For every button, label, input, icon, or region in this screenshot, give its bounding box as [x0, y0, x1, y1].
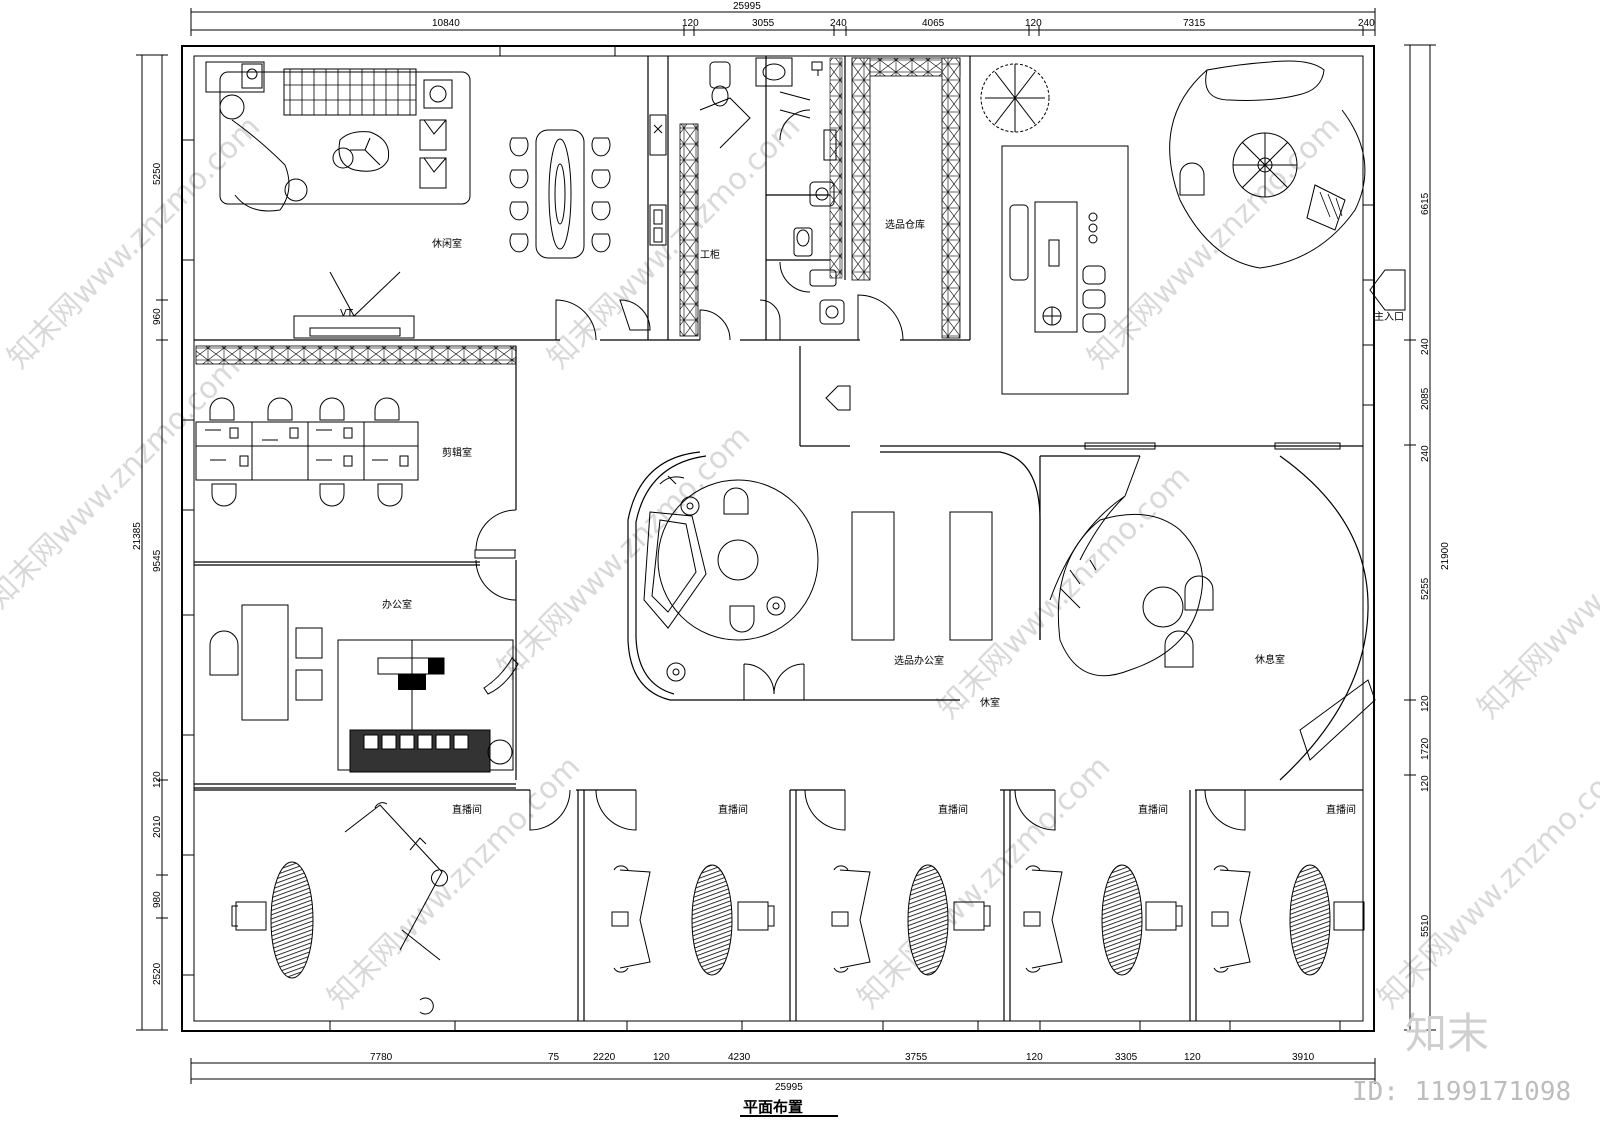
watermark-text: 知末网www.znzmo.com	[491, 419, 757, 685]
dim-label: 25995	[733, 1, 761, 12]
dim-label: 240	[830, 18, 847, 29]
dim-label: 120	[1026, 1052, 1043, 1063]
dim-label: 3755	[905, 1052, 928, 1063]
room-label-rest-room: 休息室	[1255, 653, 1285, 666]
room-label-selection-office: 选品办公室	[894, 654, 944, 667]
dim-label: 5250	[152, 162, 163, 185]
top-row-walls	[194, 56, 971, 341]
dim-label: 1720	[1420, 737, 1431, 760]
dimensions-left: 21385 5250 960 9545 120 2010 980 2520	[132, 54, 168, 1031]
brand-watermark: 知末 ID: 1199171098	[1352, 1009, 1571, 1107]
dim-label: 980	[152, 891, 163, 908]
entrance-room: 主入口	[799, 60, 1406, 450]
dim-label: 25995	[775, 1082, 803, 1093]
dim-label: 7315	[1183, 18, 1206, 29]
dim-label: 3910	[1292, 1052, 1315, 1063]
dim-label: 2220	[593, 1052, 616, 1063]
dim-label: 960	[152, 308, 163, 325]
lounge-room: VT 休闲室 工柜	[205, 61, 720, 341]
dim-label: 6615	[1420, 192, 1431, 215]
dim-label: 21385	[132, 522, 143, 550]
room-label-live-2: 直播间	[718, 803, 748, 816]
editing-room: 剪辑室	[194, 345, 517, 780]
image-id-text: ID: 1199171098	[1352, 1077, 1571, 1107]
watermark-text: 知末网www.znzmo.com	[1471, 459, 1600, 725]
dimensions-right: 6615 240 2085 240 5255 120 1720 120 5510…	[1404, 44, 1451, 1031]
dim-label: 120	[1420, 775, 1431, 792]
bathroom-core	[619, 57, 904, 341]
tv-label: VT	[340, 308, 354, 319]
dim-label: 7780	[370, 1052, 393, 1063]
dim-label: 240	[1358, 18, 1375, 29]
room-label-live-1: 直播间	[452, 803, 482, 816]
watermark-text: 知末网www.znzmo.com	[1, 109, 267, 375]
dim-label: 120	[1025, 18, 1042, 29]
room-label-warehouse: 选品仓库	[885, 218, 925, 231]
dim-label: 240	[1420, 445, 1431, 462]
room-label-editing: 剪辑室	[442, 446, 472, 459]
dim-label: 2085	[1420, 387, 1431, 410]
dim-label: 5510	[1420, 914, 1431, 937]
dim-label: 4065	[922, 18, 945, 29]
watermark-text: 知末网www.znzmo.com	[1371, 749, 1600, 1015]
dim-label: 4230	[728, 1052, 751, 1063]
watermark-text: 知末网www.znzmo.com	[851, 749, 1117, 1015]
drawing-title: 平面布置	[740, 1098, 838, 1117]
dim-label: 3305	[1115, 1052, 1138, 1063]
dimensions-bottom: 7780 75 2220 120 4230 3755 120 3305 120 …	[190, 1052, 1376, 1093]
dim-label: 9545	[152, 549, 163, 572]
outer-walls	[181, 45, 1375, 1032]
room-label-live-5: 直播间	[1326, 803, 1356, 816]
watermark-text: 知末网www.znzmo.com	[321, 749, 587, 1015]
dim-label: 120	[1184, 1052, 1201, 1063]
watermark-text: 知末网www.znzmo.com	[541, 109, 807, 375]
dim-label: 2010	[152, 815, 163, 838]
dim-label: 3055	[752, 18, 775, 29]
dim-label: 10840	[432, 18, 460, 29]
dim-label: 240	[1420, 338, 1431, 355]
page-title: 平面布置	[743, 1098, 803, 1116]
dim-label: 120	[152, 771, 163, 788]
entrance-label: 主入口	[1374, 311, 1404, 323]
selection-office: 选品办公室 休室	[627, 451, 1041, 709]
room-label-live-4: 直播间	[1138, 803, 1168, 816]
office-room: 办公室	[194, 598, 519, 789]
dim-label: 5255	[1420, 577, 1431, 600]
rest-room: 休息室	[1039, 455, 1376, 781]
watermark-text: 知末网www.znzmo.com	[0, 349, 247, 615]
dim-label: 75	[548, 1052, 560, 1063]
live-streaming-row: 直播间 直播间 直播间 直播间 直播间	[194, 789, 1365, 1021]
dim-label: 2520	[152, 962, 163, 985]
room-label-rest-small: 休室	[980, 696, 1000, 709]
room-label-cabinet: 工柜	[700, 248, 720, 261]
dim-label: 120	[1420, 695, 1431, 712]
dim-label: 120	[682, 18, 699, 29]
dim-label: 21900	[1440, 542, 1451, 570]
brand-logo-text: 知末	[1405, 1009, 1489, 1058]
dimensions-top: 25995 10840 120 3055 240 4065 120 7315 2…	[190, 1, 1376, 36]
room-label-lounge: 休闲室	[432, 237, 462, 250]
room-label-live-3: 直播间	[938, 803, 968, 816]
watermark-text: 知末网www.znzmo.com	[1081, 109, 1347, 375]
warehouse-room: 选品仓库	[885, 218, 925, 231]
dim-label: 120	[653, 1052, 670, 1063]
room-label-office: 办公室	[382, 598, 412, 611]
